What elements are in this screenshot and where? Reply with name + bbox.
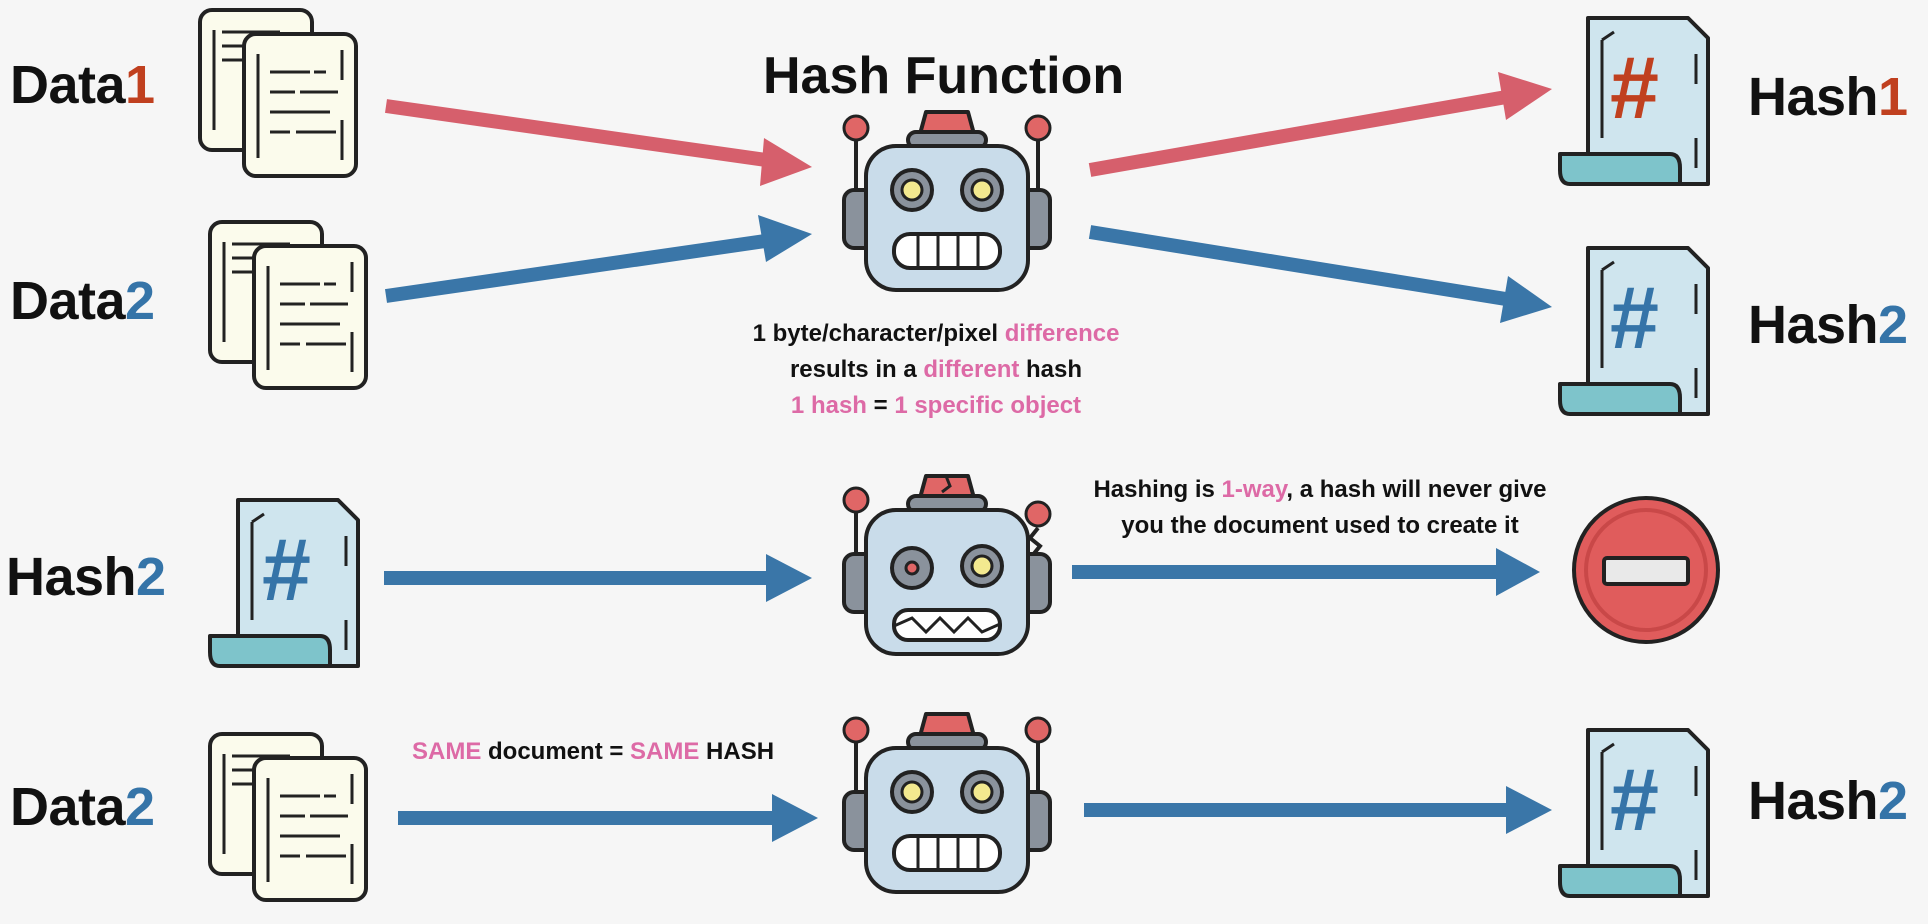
arrow-head-icon	[1506, 786, 1552, 834]
arrow-hash-to-hash1	[1088, 89, 1514, 177]
label-data2: Data2	[10, 271, 155, 331]
arrow-data1-to-hash	[385, 99, 781, 169]
data2-document-icon	[208, 220, 368, 390]
label-hash2-row2: Hash2	[6, 547, 166, 607]
hash2-symbol: #	[1610, 268, 1659, 367]
hash2-symbol-row2: #	[262, 520, 311, 619]
data1-document-icon	[198, 8, 358, 178]
row1-caption: 1 byte/character/pixel difference result…	[752, 320, 1120, 419]
label-data1: Data1	[10, 55, 155, 115]
label-hash2: Hash2	[1748, 295, 1908, 355]
arrow-head-icon	[1498, 72, 1552, 120]
data2-document-icon-row3	[208, 732, 368, 902]
arrow-head-icon	[766, 554, 812, 602]
arrow-head-icon	[758, 215, 812, 262]
arrow-data2-to-hash	[384, 233, 774, 303]
no-entry-icon	[1572, 496, 1720, 644]
arrow-head-icon	[1500, 276, 1552, 323]
arrow-head-icon	[772, 794, 818, 842]
robot-icon-row3	[842, 712, 1052, 894]
label-hash1: Hash1	[1748, 67, 1908, 127]
arrow-head-icon	[760, 138, 812, 186]
page-title: Hash Function	[763, 47, 1125, 105]
row2-caption: Hashing is 1-way, a hash will never give…	[1093, 476, 1547, 539]
arrow-head-icon	[1496, 548, 1540, 596]
broken-robot-icon	[842, 474, 1052, 656]
hash1-symbol: #	[1610, 38, 1659, 137]
arrow-hash-to-hash2	[1088, 225, 1514, 307]
row3-caption: SAME document = SAME HASH	[412, 738, 775, 765]
label-data2-row3: Data2	[10, 777, 155, 837]
robot-icon	[842, 110, 1052, 292]
label-hash2-row3: Hash2	[1748, 771, 1908, 831]
hash2-symbol-row3: #	[1610, 750, 1659, 849]
